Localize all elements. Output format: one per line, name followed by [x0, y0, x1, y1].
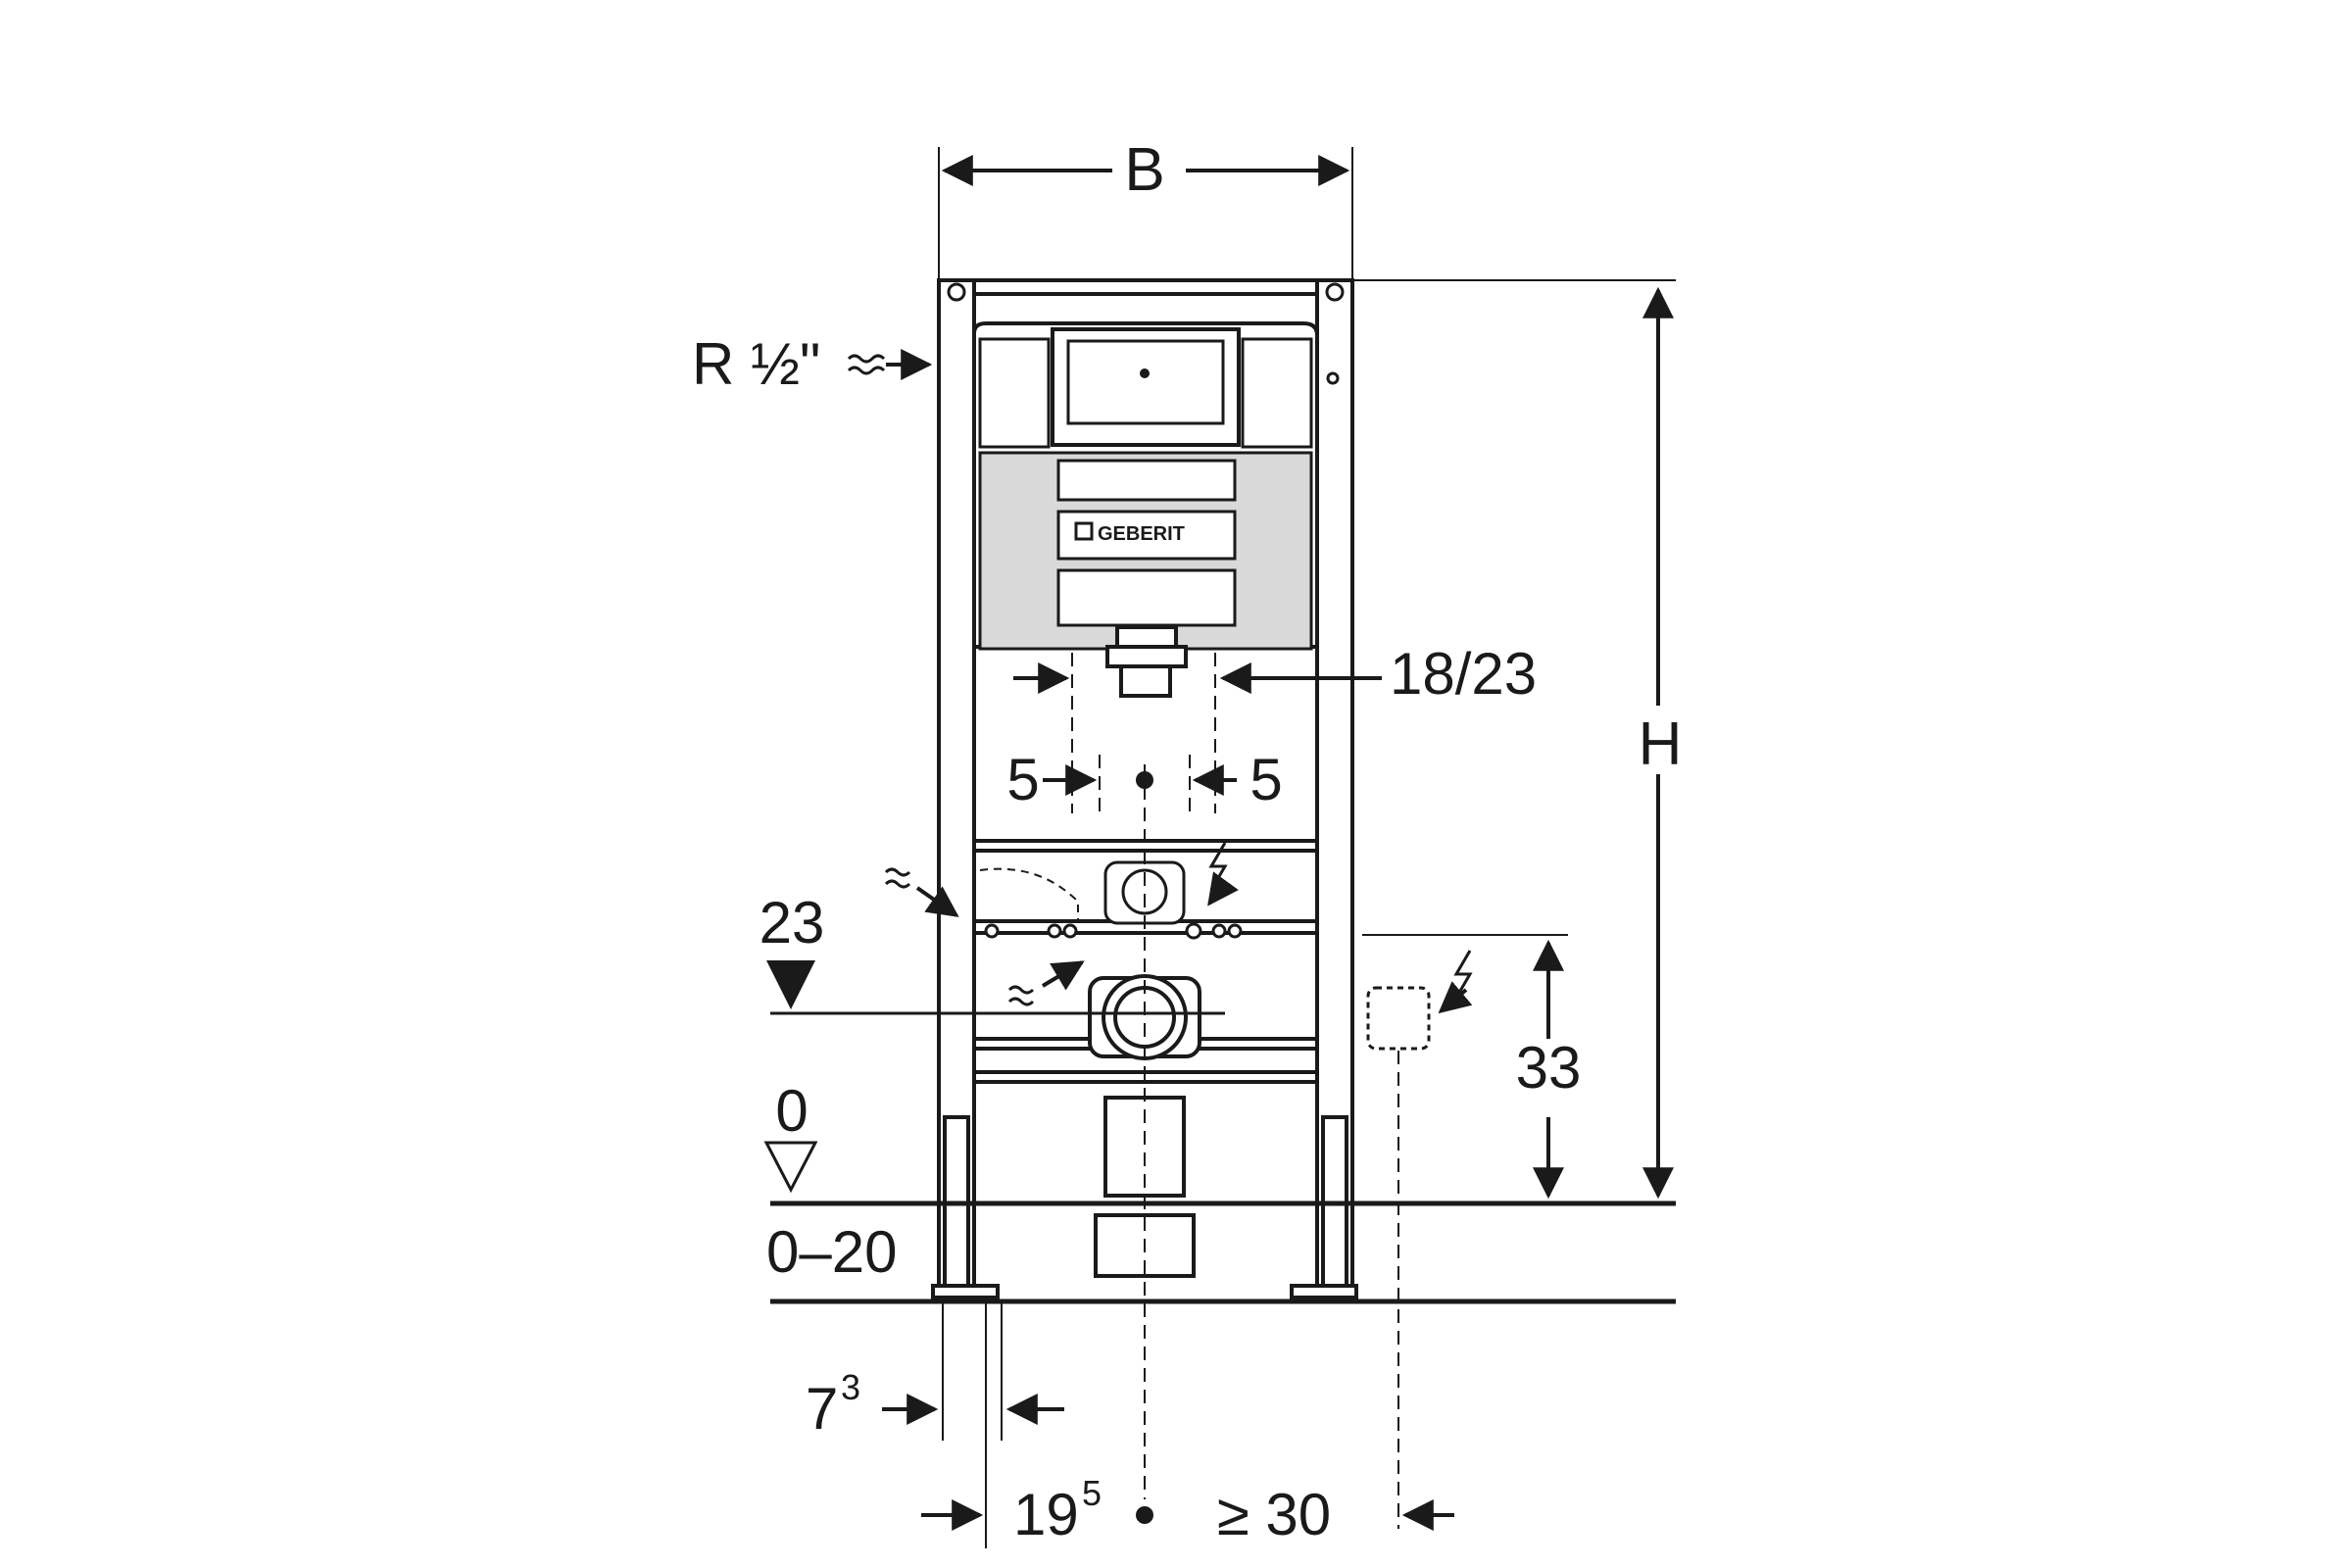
- bracket-dashed-guide: [979, 867, 1079, 921]
- flush-pipe: [1105, 625, 1188, 698]
- frame-screws: [947, 282, 1345, 385]
- wall-distance-label: 19 5: [1013, 1473, 1102, 1547]
- height-label: H: [1639, 710, 1683, 778]
- flush-pipe-label: 18/23: [1390, 641, 1537, 707]
- svg-text:3: 3: [841, 1367, 860, 1407]
- cistern: [972, 321, 1319, 651]
- offset-right-label: 5: [1250, 747, 1282, 812]
- water-supply-icon: [884, 867, 1085, 1006]
- power-icon: [1207, 842, 1473, 1014]
- extension-lines: [938, 147, 1676, 1548]
- geberit-logo: GEBERIT: [1074, 521, 1185, 545]
- svg-text:5: 5: [1082, 1473, 1102, 1513]
- installation-frame: [931, 278, 1358, 1299]
- electrical-socket: [1366, 986, 1431, 1051]
- socket-height-label: 33: [1516, 1035, 1582, 1101]
- width-label: B: [1124, 136, 1164, 204]
- mounting-bracket: [984, 860, 1243, 940]
- floor-level-marker: [763, 1141, 818, 1194]
- drain-height-marker: [766, 960, 815, 1009]
- water-inlet-icon: [847, 349, 933, 380]
- svg-text:19: 19: [1013, 1482, 1079, 1547]
- svg-text:7: 7: [806, 1376, 838, 1442]
- floor-level-label: 0: [775, 1078, 808, 1144]
- floor-lines: [770, 1011, 1676, 1304]
- flush-center-dot: [1136, 771, 1153, 789]
- wall-axis-dot: [1136, 1506, 1153, 1524]
- water-connection-label: R ½": [692, 331, 820, 397]
- floor-range-label: 0–20: [766, 1219, 897, 1285]
- drain-height-label: 23: [760, 890, 825, 956]
- svg-text:GEBERIT: GEBERIT: [1098, 523, 1185, 545]
- drain-elbow: [1088, 974, 1201, 1278]
- offset-left-label: 5: [1006, 747, 1039, 812]
- dimension-arrows: [882, 155, 1674, 1531]
- min-distance-label: ≥ 30: [1217, 1482, 1331, 1547]
- foot-depth-label: 7 3: [806, 1367, 860, 1442]
